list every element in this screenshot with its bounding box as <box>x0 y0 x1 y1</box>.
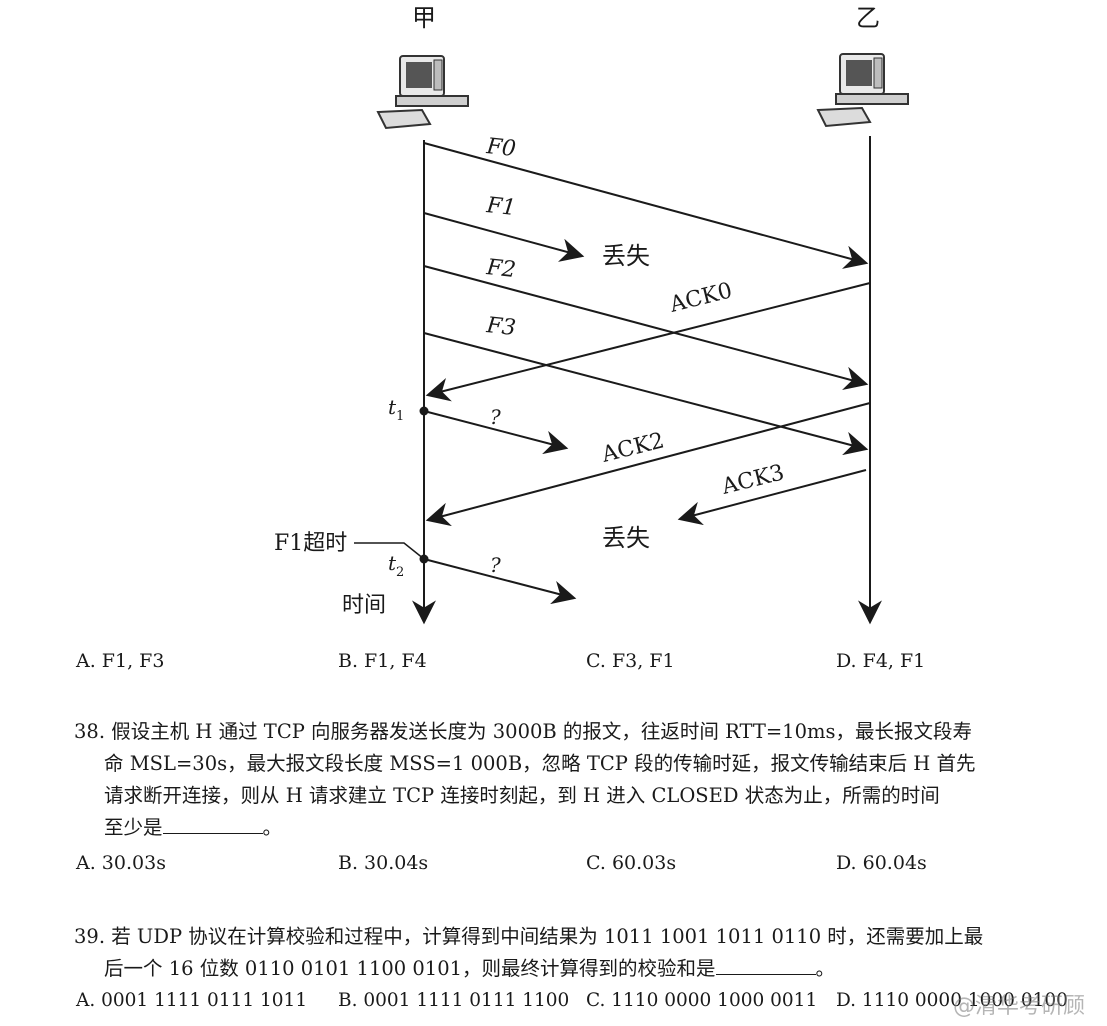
frame-f3-label: F3 <box>484 313 517 341</box>
q38-line-1: 38. 假设主机 H 通过 TCP 向服务器发送长度为 3000B 的报文，往返… <box>74 720 972 743</box>
q39-line-1: 39. 若 UDP 协议在计算校验和过程中，计算得到中间结果为 1011 100… <box>74 925 984 948</box>
q38-line-4: 至少是。 <box>104 815 283 839</box>
f1-timeout-label: F1超时 <box>274 531 347 556</box>
time-axis-label: 时间 <box>342 593 386 618</box>
q38-option-a[interactable]: A. 30.03s <box>76 852 166 874</box>
ack3-arrow <box>677 469 867 526</box>
answer-blank[interactable] <box>162 815 263 834</box>
lost-label-ack3: 丢失 <box>602 524 650 552</box>
q37-option-b[interactable]: B. F1, F4 <box>338 650 427 672</box>
unknown-mark-t1: ? <box>490 405 501 429</box>
q38-line-2: 命 MSL=30s，最大报文段长度 MSS=1 000B，忽略 TCP 段的传输… <box>104 752 976 775</box>
answer-blank[interactable] <box>715 956 816 975</box>
frame-f1-label: F1 <box>484 193 517 221</box>
frame-f3-arrow <box>423 332 869 456</box>
ack0-label: ACK0 <box>666 278 734 318</box>
q39-option-b[interactable]: B. 0001 1111 0111 1100 <box>338 990 570 1011</box>
lost-label-f1: 丢失 <box>602 242 650 270</box>
ack2-label: ACK2 <box>598 428 666 468</box>
watermark: @清华考研顾 <box>952 994 1085 1019</box>
computer-icon <box>816 53 909 128</box>
q38-option-c[interactable]: C. 60.03s <box>586 852 677 874</box>
f1-timeout-leader <box>354 542 425 560</box>
t2-label: t2 <box>388 551 404 580</box>
unknown-mark-t2: ? <box>490 553 501 577</box>
sliding-window-diagram: 甲 乙 F0 F1 F2 F3 ACK0 ACK2 ACK3 丢失 丢失 <box>274 4 909 625</box>
t1-dot <box>419 406 429 416</box>
computer-icon <box>376 55 469 130</box>
q38-option-d[interactable]: D. 60.04s <box>836 852 927 874</box>
q37-option-c[interactable]: C. F3, F1 <box>586 650 675 672</box>
question-38: 38. 假设主机 H 通过 TCP 向服务器发送长度为 3000B 的报文，往返… <box>74 716 1094 844</box>
question-39: 39. 若 UDP 协议在计算校验和过程中，计算得到中间结果为 1011 100… <box>74 921 1094 985</box>
q39-option-a[interactable]: A. 0001 1111 0111 1011 <box>76 990 308 1011</box>
frame-f0-label: F0 <box>484 134 517 162</box>
q39-option-d[interactable]: D. 1110 0000 1000 0100 <box>836 990 1068 1011</box>
q37-option-d[interactable]: D. F4, F1 <box>836 650 926 672</box>
ack0-arrow <box>425 282 871 402</box>
host-a-label: 甲 <box>412 4 436 32</box>
host-b-label: 乙 <box>856 4 880 32</box>
t1-label: t1 <box>388 395 404 424</box>
ack2-arrow <box>425 402 871 527</box>
q39-line-2: 后一个 16 位数 0110 0101 1100 0101，则最终计算得到的校验… <box>104 956 836 980</box>
q39-option-c[interactable]: C. 1110 0000 1000 0011 <box>586 990 818 1011</box>
frame-f1-arrow <box>423 212 585 262</box>
t2-send-arrow <box>423 558 577 605</box>
q37-option-a[interactable]: A. F1, F3 <box>76 650 165 672</box>
frame-f2-arrow <box>423 265 869 391</box>
frame-f0-arrow <box>423 142 869 269</box>
frame-f2-label: F2 <box>484 255 517 283</box>
t1-send-arrow <box>423 410 569 455</box>
q38-option-b[interactable]: B. 30.04s <box>338 852 429 874</box>
q38-line-3: 请求断开连接，则从 H 请求建立 TCP 连接时刻起，到 H 进入 CLOSED… <box>104 784 940 807</box>
